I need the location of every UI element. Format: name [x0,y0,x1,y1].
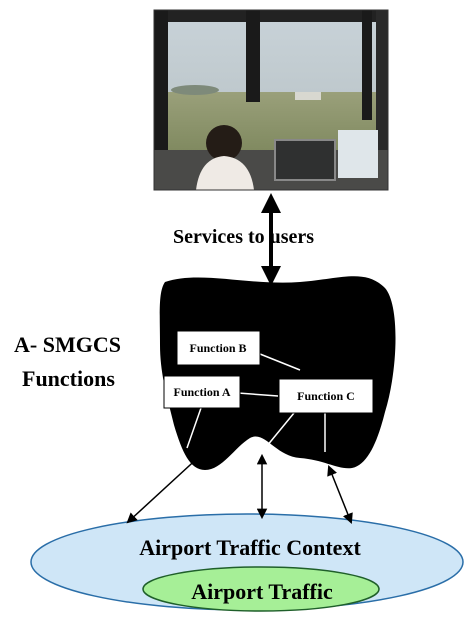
services-label: Services to users [173,226,314,248]
asmgcs-functions-blob [159,276,396,470]
function-b-box [176,330,261,366]
function-a-box [163,375,241,409]
context-arrows [126,441,353,524]
asmgcs-label-line1: A- SMGCS [14,332,121,357]
function-c-box [278,378,374,414]
function-c-label: Function C [297,389,355,403]
airport-traffic-label: Airport Traffic [191,579,333,604]
control-tower-photo [153,9,389,191]
airport-traffic-context-label: Airport Traffic Context [139,535,361,560]
function-b-label: Function B [189,341,246,355]
airport-traffic-ellipse [142,566,380,612]
function-a-label: Function A [173,385,230,399]
asmgcs-label-line2: Functions [22,366,115,391]
function-links [186,351,326,453]
